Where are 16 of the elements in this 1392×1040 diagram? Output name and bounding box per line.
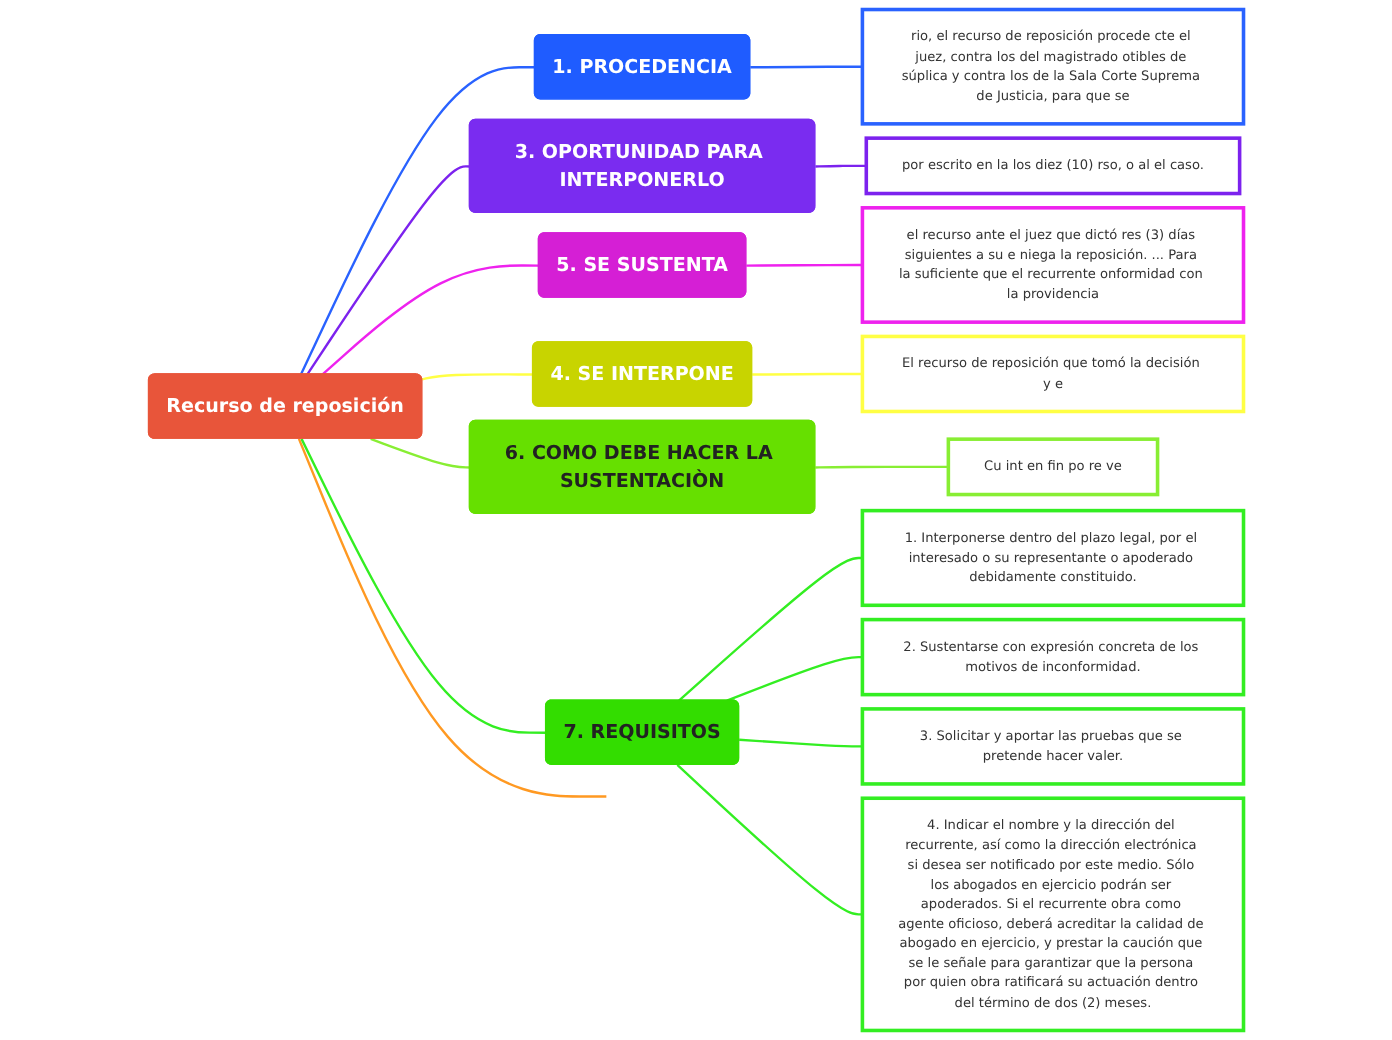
connector — [746, 263, 863, 267]
connector — [678, 556, 863, 702]
connector — [739, 738, 863, 748]
connector — [726, 655, 863, 702]
connector — [306, 165, 471, 376]
connector — [321, 264, 539, 376]
connector — [370, 437, 470, 469]
connector — [297, 438, 607, 798]
connector — [815, 465, 949, 469]
connector — [300, 438, 547, 734]
connector — [750, 65, 863, 69]
connector — [752, 372, 863, 376]
connector — [815, 164, 867, 168]
connector — [676, 764, 863, 916]
connector — [421, 373, 534, 381]
connector — [299, 66, 536, 376]
